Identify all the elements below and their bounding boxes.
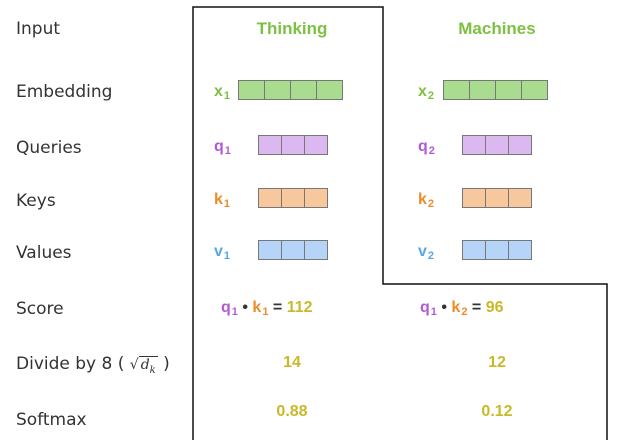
vector-cell <box>258 135 282 155</box>
k2-vector <box>462 188 532 208</box>
vector-cell <box>462 240 486 260</box>
vector-cell <box>304 240 328 260</box>
k1-label: k1 <box>214 191 231 210</box>
q2-vector <box>462 135 532 155</box>
v2-vector <box>462 240 532 260</box>
vector-cell <box>281 188 305 208</box>
score-1-dot: • <box>242 299 248 316</box>
score-2-equals: = <box>471 299 482 316</box>
row-label-values: Values <box>16 243 72 263</box>
x2-embedding-vector <box>443 80 548 100</box>
x1-embedding-vector <box>238 80 343 100</box>
softmax-2: 0.12 <box>481 403 513 420</box>
score-1-value: 112 <box>286 299 313 316</box>
vector-cell <box>521 80 548 100</box>
vector-cell <box>485 240 509 260</box>
vector-cell <box>258 240 282 260</box>
row-label-queries: Queries <box>16 138 82 158</box>
divided-score-2: 12 <box>488 354 506 371</box>
vector-cell <box>469 80 496 100</box>
vector-cell <box>508 240 532 260</box>
score-2-q: q1 <box>420 299 437 318</box>
vector-cell <box>290 80 317 100</box>
q1-vector <box>258 135 328 155</box>
score-2-k: k2 <box>451 299 468 318</box>
row-label-embedding: Embedding <box>16 82 113 102</box>
q2-label: q2 <box>418 138 435 157</box>
vector-cell <box>443 80 470 100</box>
vector-cell <box>281 135 305 155</box>
score-2-dot: • <box>441 299 447 316</box>
score-2-equation: q1 • k2 = 96 <box>420 299 504 318</box>
vector-cell <box>316 80 343 100</box>
score-1-equation: q1 • k1 = 112 <box>221 299 313 318</box>
q1-label: q1 <box>214 138 231 157</box>
score-1-equals: = <box>272 299 283 316</box>
row-label-divide: Divide by 8 ( √dk ) <box>16 354 170 376</box>
input-word-machines: Machines <box>458 19 536 38</box>
v1-vector <box>258 240 328 260</box>
vector-cell <box>485 135 509 155</box>
v2-label: v2 <box>418 243 435 262</box>
input-word-thinking: Thinking <box>256 19 328 38</box>
x2-label: x2 <box>418 83 435 102</box>
row-label-input: Input <box>16 19 61 39</box>
vector-cell <box>264 80 291 100</box>
v1-label: v1 <box>214 243 231 262</box>
row-label-keys: Keys <box>16 191 56 211</box>
row-label-score: Score <box>16 299 64 319</box>
vector-cell <box>495 80 522 100</box>
divided-score-1: 14 <box>283 354 301 371</box>
score-1-k: k1 <box>252 299 269 318</box>
vector-cell <box>304 188 328 208</box>
score-1-q: q1 <box>221 299 238 318</box>
row-label-softmax: Softmax <box>16 410 87 430</box>
vector-cell <box>462 188 486 208</box>
vector-cell <box>508 188 532 208</box>
k2-label: k2 <box>418 191 435 210</box>
k1-vector <box>258 188 328 208</box>
softmax-1: 0.88 <box>276 403 308 420</box>
vector-cell <box>238 80 265 100</box>
vector-cell <box>508 135 532 155</box>
vector-cell <box>281 240 305 260</box>
score-2-value: 96 <box>485 299 504 316</box>
vector-cell <box>258 188 282 208</box>
vector-cell <box>462 135 486 155</box>
vector-cell <box>304 135 328 155</box>
sqrt-dk: √dk <box>129 356 158 376</box>
x1-label: x1 <box>214 83 231 102</box>
vector-cell <box>485 188 509 208</box>
